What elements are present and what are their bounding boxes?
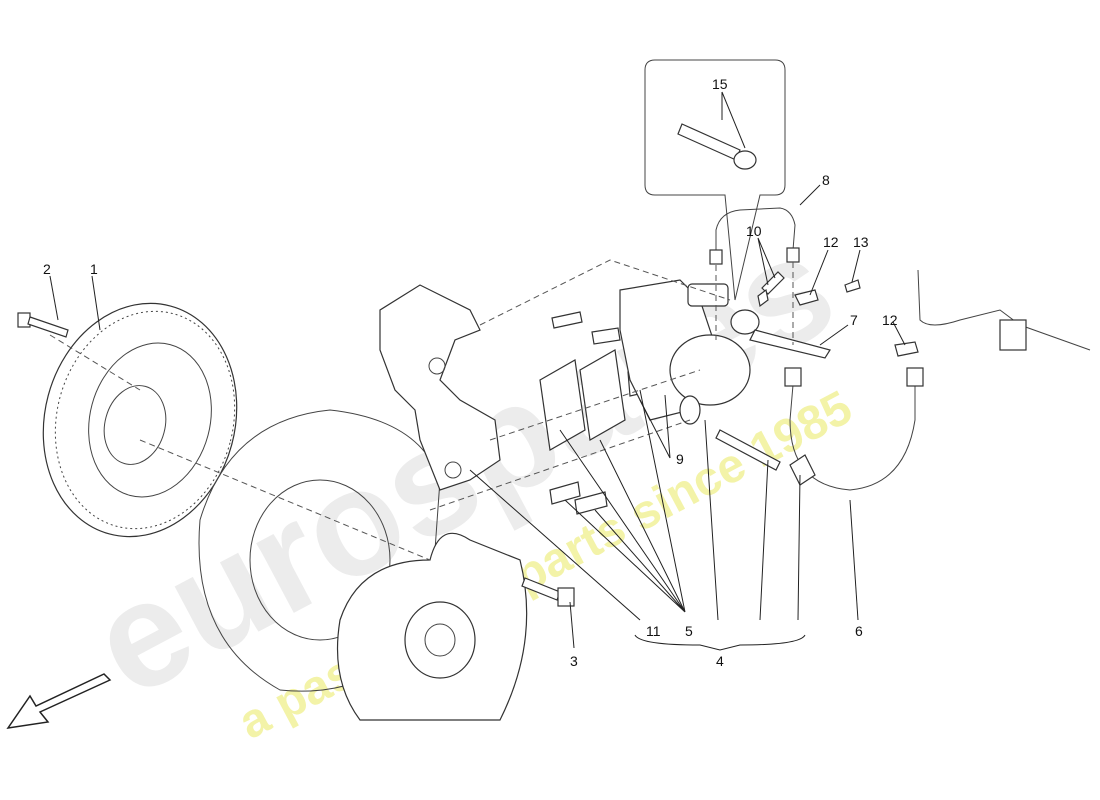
leader-lines — [49, 91, 906, 651]
brake-hose — [784, 367, 924, 491]
brake-disc — [42, 302, 238, 538]
callout-11: 11 — [646, 623, 661, 639]
inset-detail — [644, 59, 786, 301]
caliper-bracket — [379, 284, 501, 491]
brake-pads — [539, 311, 649, 515]
hub-carrier — [336, 532, 528, 721]
callout-7: 7 — [850, 312, 858, 328]
callout-10: 10 — [746, 223, 762, 239]
brake-pipe — [917, 269, 1091, 351]
callout-2: 2 — [43, 261, 51, 277]
callout-3: 3 — [570, 653, 578, 669]
hub-bolt — [521, 577, 575, 607]
callout-15: 15 — [712, 76, 728, 92]
hose-clip — [794, 289, 819, 306]
callout-5: 5 — [685, 623, 693, 639]
disc-bolt — [17, 312, 69, 338]
pipe-clip — [999, 319, 1027, 351]
callout-8: 8 — [822, 172, 830, 188]
assembly-lines — [49, 259, 794, 561]
hose-clip-2 — [894, 341, 919, 357]
callout-labels: 1 2 3 4 5 6 7 8 9 10 11 12 12 13 15 — [43, 76, 898, 669]
callout-9: 9 — [676, 451, 684, 467]
direction-arrow-icon — [6, 673, 112, 729]
callout-12-lower: 12 — [882, 312, 898, 328]
callout-12-upper: 12 — [823, 234, 839, 250]
callout-1: 1 — [90, 261, 98, 277]
callout-13: 13 — [853, 234, 869, 250]
hose-bracket — [749, 329, 831, 359]
brake-line — [709, 207, 800, 265]
callout-6: 6 — [855, 623, 863, 639]
caliper — [619, 279, 781, 471]
bleed-screw — [757, 271, 785, 308]
callout-4: 4 — [716, 653, 724, 669]
bracket-bolt — [844, 279, 861, 293]
